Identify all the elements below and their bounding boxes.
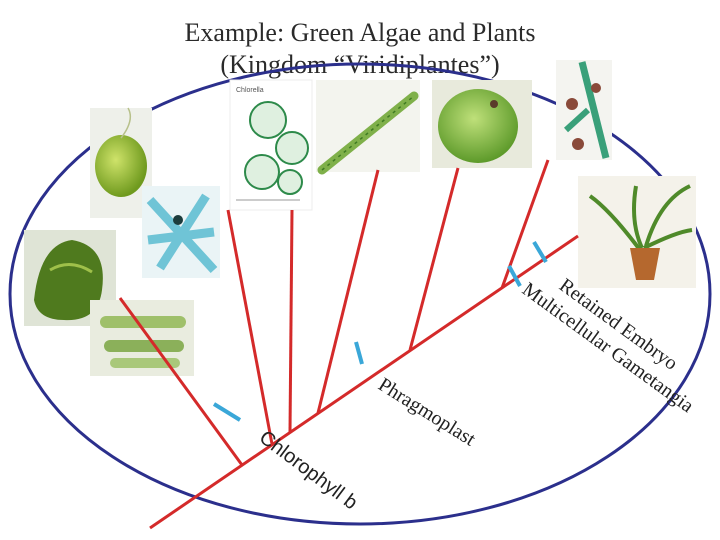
branch-chlorella <box>226 209 274 445</box>
photo-blue-filaments <box>142 186 220 278</box>
cladogram-branches <box>118 159 579 530</box>
photo-spirogyra-filament <box>316 80 420 175</box>
photo-chlorella-cell <box>90 107 152 218</box>
kingdom-ellipse <box>8 62 712 526</box>
marker-retained-embryo <box>532 240 548 264</box>
slide-title-line-1: Example: Green Algae and Plants <box>184 18 536 47</box>
photo-green-colony <box>432 80 532 168</box>
trait-label-chlorophyll-b: Chlorophyll b <box>255 426 361 514</box>
marker-phragmoplast <box>354 341 364 365</box>
photo-chara-branch <box>556 60 612 160</box>
marker-chlorophyll-b <box>212 402 242 422</box>
main-trunk <box>149 234 579 530</box>
trait-label-phragmoplast: Phragmoplast <box>374 374 479 451</box>
photo-elongated-cells <box>90 300 194 376</box>
trait-label-multicellular-gametangia: Multicellular Gametangia <box>518 278 698 417</box>
branch-spirogyra <box>316 169 380 414</box>
photo-caption: Chlorella <box>236 87 264 94</box>
branch-drawing <box>288 209 294 433</box>
branch-sea-lettuce <box>118 297 244 466</box>
trait-markers <box>212 240 548 422</box>
branch-colony <box>408 167 460 351</box>
photo-potted-fern <box>578 176 696 288</box>
marker-multicellular-gametangia <box>507 265 522 287</box>
photo-chlorella-drawing: Chlorella <box>229 79 313 211</box>
